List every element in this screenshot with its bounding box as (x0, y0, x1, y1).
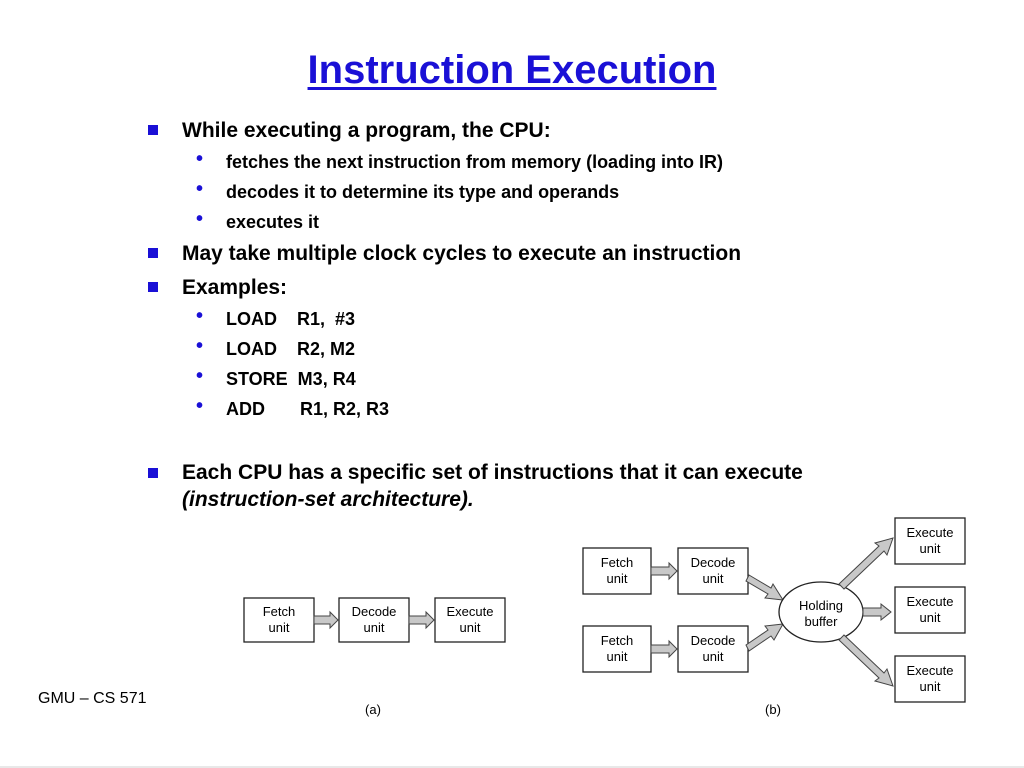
arrow-icon (408, 610, 435, 630)
svg-text:unit: unit (607, 571, 628, 586)
figure-b-execute-unit-2: Execute unit (894, 586, 966, 634)
svg-text:Fetch: Fetch (601, 633, 634, 648)
bullet-isa: Each CPU has a specific set of instructi… (182, 461, 803, 484)
svg-text:unit: unit (460, 620, 481, 635)
bullet-examples: Examples: (182, 276, 288, 299)
arrow-icon (745, 623, 784, 652)
square-bullet-icon (148, 282, 158, 292)
svg-text:unit: unit (920, 610, 941, 625)
figure-b-fetch-unit-bottom: Fetch unit (582, 625, 652, 673)
svg-text:Holding: Holding (799, 598, 843, 613)
svg-text:Decode: Decode (352, 604, 397, 619)
figure-a-pipeline: Fetch unit Decode unit Execute unit (a) (243, 597, 506, 717)
example-load-1: LOAD R1, #3 (226, 309, 356, 329)
dot-bullet-icon: • (196, 148, 204, 170)
arrow-icon (745, 574, 784, 601)
footer-course: GMU – CS 571 (38, 690, 147, 707)
svg-text:buffer: buffer (804, 614, 838, 629)
figure-b-label: (b) (765, 702, 781, 717)
square-bullet-icon (148, 468, 158, 478)
dot-bullet-icon: • (196, 395, 204, 417)
svg-text:unit: unit (607, 649, 628, 664)
svg-text:Decode: Decode (691, 555, 736, 570)
svg-text:unit: unit (703, 649, 724, 664)
example-add: ADD R1, R2, R3 (226, 399, 390, 419)
svg-text:unit: unit (703, 571, 724, 586)
arrow-icon (650, 561, 678, 581)
figure-a-execute-unit: Execute unit (434, 597, 506, 643)
slide-title: Instruction Execution (307, 48, 717, 92)
svg-text:Execute: Execute (447, 604, 494, 619)
dot-bullet-icon: • (196, 305, 204, 327)
figure-b-execute-unit-1: Execute unit (894, 517, 966, 565)
svg-text:unit: unit (920, 541, 941, 556)
svg-text:Execute: Execute (907, 594, 954, 609)
figure-a-decode-unit: Decode unit (338, 597, 410, 643)
svg-text:Fetch: Fetch (601, 555, 634, 570)
bottom-divider (0, 766, 1024, 768)
svg-text:unit: unit (920, 679, 941, 694)
svg-text:Fetch: Fetch (263, 604, 296, 619)
figure-b-holding-buffer: Holding buffer (778, 581, 864, 643)
arrow-icon (838, 634, 894, 687)
svg-text:unit: unit (269, 620, 290, 635)
sub-bullet-fetch: fetches the next instruction from memory… (226, 152, 724, 172)
bullet-cpu-steps: While executing a program, the CPU: (182, 119, 551, 142)
arrow-icon (862, 602, 892, 622)
figure-b-decode-unit-bottom: Decode unit (677, 625, 749, 673)
dot-bullet-icon: • (196, 178, 204, 200)
sub-bullet-execute: executes it (226, 212, 320, 232)
figure-b-fetch-unit-top: Fetch unit (582, 547, 652, 595)
figure-a-fetch-unit: Fetch unit (243, 597, 315, 643)
svg-text:Execute: Execute (907, 663, 954, 678)
square-bullet-icon (148, 125, 158, 135)
bullet-isa-continued: (instruction-set architecture). (182, 488, 474, 511)
svg-text:Execute: Execute (907, 525, 954, 540)
arrow-icon (838, 537, 894, 590)
dot-bullet-icon: • (196, 335, 204, 357)
dot-bullet-icon: • (196, 365, 204, 387)
figure-a-label: (a) (365, 702, 381, 717)
figure-b-decode-unit-top: Decode unit (677, 547, 749, 595)
example-store: STORE M3, R4 (226, 369, 356, 389)
svg-text:unit: unit (364, 620, 385, 635)
svg-text:Decode: Decode (691, 633, 736, 648)
example-load-2: LOAD R2, M2 (226, 339, 356, 359)
figure-b-execute-unit-3: Execute unit (894, 655, 966, 703)
arrow-icon (313, 610, 339, 630)
arrow-icon (650, 639, 678, 659)
figure-b-superscalar: Fetch unit Decode unit Fetch unit Decode… (582, 517, 966, 717)
sub-bullet-decode: decodes it to determine its type and ope… (226, 182, 620, 202)
square-bullet-icon (148, 248, 158, 258)
bullet-clock-cycles: May take multiple clock cycles to execut… (182, 242, 742, 265)
dot-bullet-icon: • (196, 208, 204, 230)
